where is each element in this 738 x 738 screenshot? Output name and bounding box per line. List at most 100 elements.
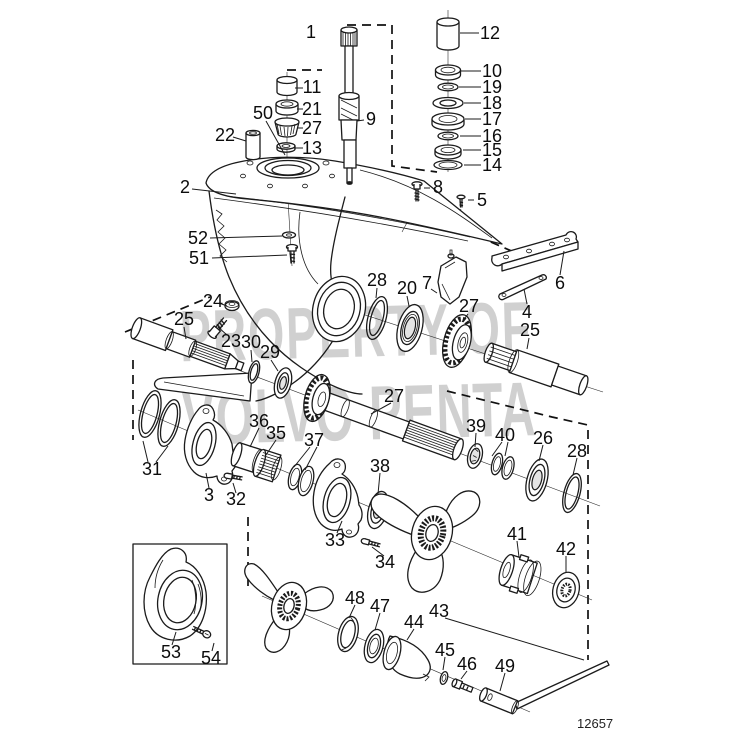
part-label-7: 7 xyxy=(422,273,432,293)
leader-line-40 xyxy=(504,441,509,457)
part-label-39: 39 xyxy=(466,416,486,436)
bearing-20 xyxy=(396,303,424,353)
nut-24 xyxy=(224,300,240,312)
part-label-41: 41 xyxy=(507,524,527,544)
leader-line-30 xyxy=(250,349,253,363)
bearing-26 xyxy=(525,458,549,502)
part-label-15: 15 xyxy=(482,140,502,160)
part-label-45: 45 xyxy=(435,640,455,660)
part-label-19: 19 xyxy=(482,77,502,97)
part-label-16: 16 xyxy=(482,126,502,146)
part-label-13: 13 xyxy=(302,138,322,158)
part-label-9: 9 xyxy=(366,109,376,129)
leader-line-45 xyxy=(442,656,446,671)
bearing-15 xyxy=(434,144,462,160)
oring-28-lower xyxy=(562,472,582,514)
part-label-35: 35 xyxy=(266,423,286,443)
washer-14 xyxy=(433,159,463,171)
part-label-47: 47 xyxy=(370,596,390,616)
part-label-54: 54 xyxy=(201,648,221,668)
part-label-1: 1 xyxy=(306,22,316,42)
bracket-6 xyxy=(491,231,579,272)
part-label-12: 12 xyxy=(480,23,500,43)
inset-box xyxy=(132,543,228,665)
part-label-18: 18 xyxy=(482,93,502,113)
leader-line-31 xyxy=(142,440,149,463)
leader-line-39 xyxy=(474,432,477,448)
leader-line-37 xyxy=(304,446,318,471)
washer-10 xyxy=(434,64,462,81)
part-label-8: 8 xyxy=(433,177,443,197)
part-label-53: 53 xyxy=(161,642,181,662)
carrier-33 xyxy=(312,458,363,538)
part-label-3: 3 xyxy=(204,485,214,505)
leader-line-32 xyxy=(232,482,237,494)
part-label-46: 46 xyxy=(457,654,477,674)
part-label-11: 11 xyxy=(303,77,322,97)
leader-line-36 xyxy=(249,427,260,448)
part-label-36: 36 xyxy=(249,411,269,431)
screw-5 xyxy=(456,194,466,208)
leader-line-20 xyxy=(406,295,410,307)
leader-line-34 xyxy=(371,546,385,557)
screw-54 xyxy=(191,625,212,639)
leader-line-31 xyxy=(155,445,169,463)
part-label-48: 48 xyxy=(345,588,365,608)
part-label-5: 5 xyxy=(477,190,487,210)
leader-line-49 xyxy=(499,672,506,692)
part-label-2: 2 xyxy=(180,177,190,197)
oring-30 xyxy=(247,360,261,384)
bolt-23 xyxy=(207,317,228,339)
oring-28-upper xyxy=(365,295,389,341)
part-label-27: 27 xyxy=(302,118,322,138)
part-label-6: 6 xyxy=(555,273,565,293)
bevel-gear-27-upper xyxy=(441,314,473,368)
leader-line-53 xyxy=(171,631,177,646)
leader-line-47 xyxy=(374,612,381,631)
leader-line-41 xyxy=(516,540,520,558)
washer-47 xyxy=(363,628,385,664)
bolt-32 xyxy=(223,472,243,481)
washer-16 xyxy=(437,131,459,141)
leader-line-28 xyxy=(375,287,378,299)
part-label-29: 29 xyxy=(260,342,280,362)
part-label-32: 32 xyxy=(226,489,246,509)
leader-line-4 xyxy=(523,288,528,305)
leader-line-46 xyxy=(460,670,468,680)
leader-line-54 xyxy=(211,642,215,652)
leader-line-44 xyxy=(406,628,415,641)
leader-line-48 xyxy=(348,604,356,619)
leader-line-52 xyxy=(209,235,283,239)
part-label-28: 28 xyxy=(367,270,387,290)
part-label-4: 4 xyxy=(522,302,532,322)
drive-shaft xyxy=(338,26,360,185)
leader-line-43 xyxy=(444,617,585,661)
drawing-number: 12657 xyxy=(577,716,613,731)
rings-40 xyxy=(490,452,515,480)
bearing-29 xyxy=(273,367,293,399)
leader-line-51 xyxy=(211,254,288,259)
part-label-14: 14 xyxy=(482,155,502,175)
leader-line-40 xyxy=(491,441,503,457)
part-label-27: 27 xyxy=(384,386,404,406)
leader-line-2 xyxy=(191,188,237,195)
hub-41 xyxy=(498,554,542,596)
tool-49 xyxy=(478,660,610,715)
front-propeller xyxy=(370,490,481,593)
leader-line-50 xyxy=(265,120,286,156)
part-label-10: 10 xyxy=(482,61,502,81)
part-label-38: 38 xyxy=(370,456,390,476)
part-label-33: 33 xyxy=(325,530,345,550)
strap-4 xyxy=(498,274,547,301)
washer-45 xyxy=(439,671,449,685)
leader-line-6 xyxy=(559,250,565,276)
leader-line-7 xyxy=(430,288,438,294)
leader-line-22 xyxy=(232,136,247,142)
part-label-22: 22 xyxy=(215,125,235,145)
part-label-49: 49 xyxy=(495,656,515,676)
bearing-39 xyxy=(466,443,484,469)
part-label-52: 52 xyxy=(188,228,208,248)
bolt-46 xyxy=(451,678,474,693)
part-label-28: 28 xyxy=(567,441,587,461)
